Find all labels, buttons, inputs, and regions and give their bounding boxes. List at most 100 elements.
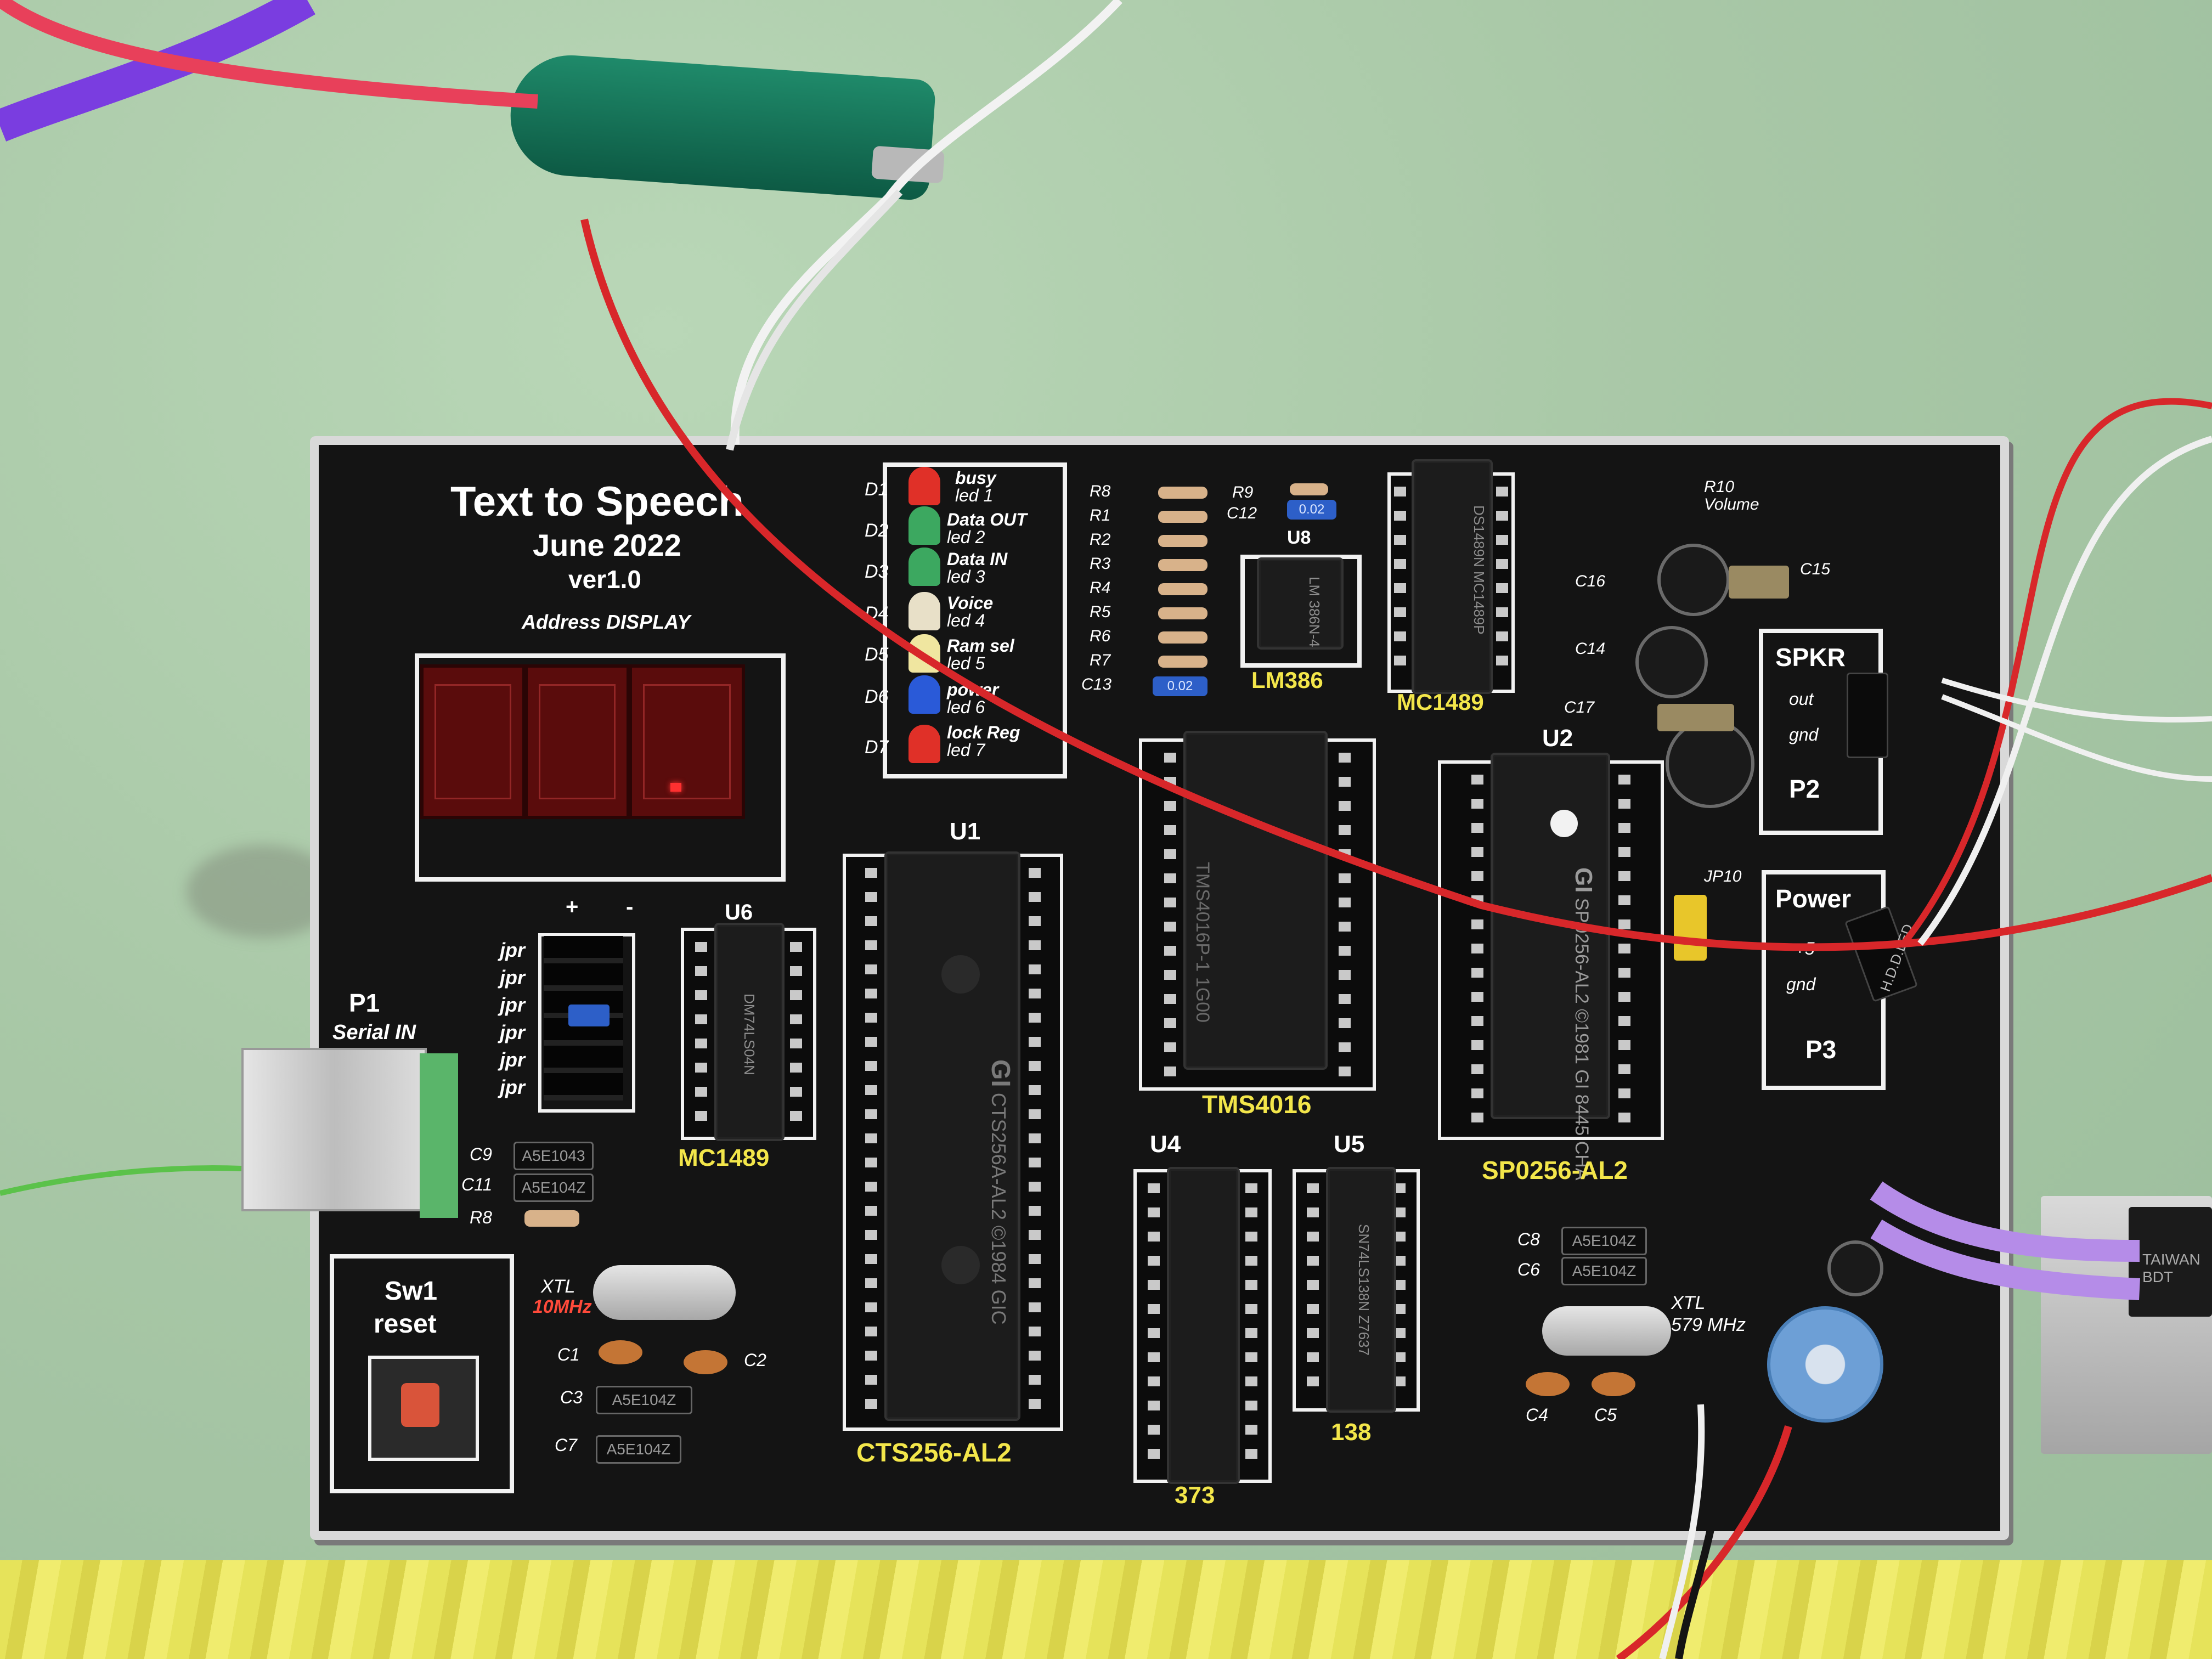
mc1489-top-chip [1412, 459, 1493, 694]
ic-ref-u4: U4 [1150, 1131, 1181, 1158]
xtal1-freq: 10MHz [533, 1296, 592, 1317]
spkr-header-plug[interactable] [1847, 673, 1888, 758]
cap-ref-c17: C17 [1564, 698, 1595, 716]
address-display-digit [420, 664, 526, 819]
sp0256-chip [1491, 753, 1610, 1119]
board-date: June 2022 [533, 528, 681, 562]
jumper-jp10[interactable] [1674, 895, 1707, 961]
jumper-label: jpr [500, 939, 526, 961]
cts256-dot [941, 1246, 980, 1284]
jumper-cap-blue[interactable] [568, 1005, 610, 1026]
ceramic-cap-c2 [684, 1350, 727, 1374]
cap-ref-c16: C16 [1575, 572, 1606, 590]
white-wire-2 [726, 189, 903, 451]
ceramic-cap-c5 [1592, 1372, 1635, 1396]
led-panel-outline [883, 462, 1067, 778]
jumper-label: jpr [500, 1048, 526, 1071]
smd-cap-c7: A5E104Z [596, 1435, 681, 1464]
spkr-out-label: out [1789, 689, 1814, 709]
resistor-ref-r9: R9 [1232, 483, 1254, 501]
cap-ref-c15: C15 [1800, 560, 1831, 578]
resistor-r8-bottom [503, 1210, 601, 1227]
electrolytic-cap-c16 [1657, 544, 1730, 616]
resistor [1136, 583, 1229, 595]
white-wire-spkr [1941, 678, 2212, 723]
led-busy [909, 467, 940, 505]
smd-cap-c11: A5E104Z [514, 1173, 594, 1202]
pot-ref-r10: R10 [1704, 478, 1735, 496]
capacitor-c13: 0.02 [1153, 676, 1207, 696]
led-power [909, 675, 940, 714]
tms4016-socket [1139, 731, 1376, 1091]
led5-ref: led 5 [947, 653, 985, 673]
reset-button[interactable] [401, 1383, 439, 1427]
reset-label: reset [374, 1310, 437, 1339]
resistor-ref: R3 [1090, 555, 1111, 573]
red-wire-top [0, 0, 538, 109]
yellow-bench-surface [0, 1560, 2212, 1659]
pot-volume-label: Volume [1704, 495, 1759, 514]
led-lock-reg [909, 725, 940, 763]
purple-cable [0, 0, 315, 142]
electrolytic-cap-c14 [1635, 626, 1708, 698]
jumper-label: jpr [500, 1021, 526, 1043]
address-display-digit [629, 664, 745, 819]
p3-label: P3 [1805, 1035, 1837, 1064]
board-title: Text to Speech [450, 478, 744, 525]
tms4016-label: TMS4016 [1202, 1090, 1312, 1119]
crystal-10mhz [593, 1265, 736, 1320]
sw1-label: Sw1 [385, 1277, 438, 1306]
led-ref-d3: D3 [865, 561, 889, 582]
small-electrolytic [1827, 1240, 1883, 1296]
board-version: ver1.0 [568, 565, 642, 594]
resistor-ref: R5 [1090, 603, 1111, 621]
usb-board-green [420, 1053, 458, 1218]
ic-ref-u6: U6 [725, 900, 753, 924]
led4-name: Voice [947, 593, 994, 613]
led-data-in [909, 548, 940, 586]
chip-notch-u2 [1550, 810, 1578, 837]
electrolytic-cap-large [1666, 719, 1754, 808]
xtal1-label: XTL [541, 1276, 575, 1297]
power-label: Power [1775, 884, 1852, 913]
cts256-socket [843, 851, 1063, 1431]
sp0256-label: SP0256-AL2 [1482, 1156, 1628, 1184]
spkr-label: SPKR [1775, 643, 1846, 672]
green-wire [0, 1165, 242, 1196]
lm386-chip [1257, 557, 1344, 650]
cap-ref-c8: C8 [1517, 1229, 1540, 1249]
led-ref-d6: D6 [865, 686, 889, 707]
led-voice [909, 592, 940, 630]
ic-ref-u5: U5 [1334, 1131, 1365, 1158]
power-gnd-label: gnd [1786, 974, 1816, 994]
led3-ref: led 3 [947, 567, 985, 586]
lm386-outline [1240, 555, 1362, 668]
ic-373-label: 373 [1175, 1482, 1215, 1509]
resistor-r9 [1268, 483, 1350, 495]
jumper-block-outline [538, 933, 635, 1113]
resistor-ref: R1 [1090, 506, 1111, 524]
reset-switch-outline [330, 1254, 514, 1493]
cts256-label: CTS256-AL2 [856, 1438, 1012, 1468]
cts256-dot [941, 955, 980, 994]
resistor [1136, 607, 1229, 619]
regulator-marking-line1: TAIWAN [2142, 1251, 2200, 1268]
jumper-label: jpr [500, 1076, 526, 1098]
led-ref-d1: D1 [865, 479, 889, 500]
mc1489-left-socket [681, 923, 816, 1141]
capacitor-ref-c13: C13 [1081, 675, 1112, 693]
ic-ref-u1: U1 [950, 818, 981, 845]
cap-ref-c5: C5 [1594, 1405, 1617, 1425]
led-data-out [909, 506, 940, 545]
cap-ref-c14: C14 [1575, 640, 1606, 658]
resistor-ref-r8: R8 [470, 1207, 492, 1227]
electrolytic-cap-blue [1767, 1306, 1883, 1423]
led7-ref: led 7 [947, 740, 985, 760]
ceramic-cap-c4 [1526, 1372, 1570, 1396]
